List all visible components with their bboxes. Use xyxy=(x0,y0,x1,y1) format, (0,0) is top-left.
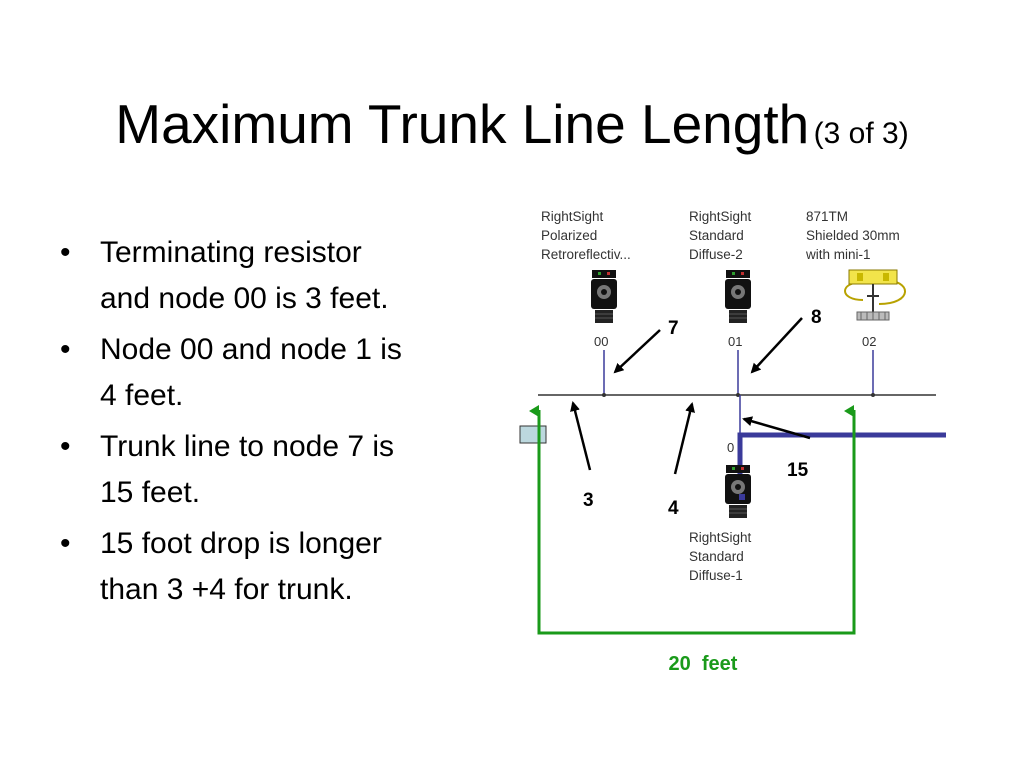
bullet-line: and node 00 is 3 feet. xyxy=(100,282,389,315)
arrow-15 xyxy=(742,416,811,440)
measurement-label-8: 8 xyxy=(811,307,822,328)
title-subtitle: (3 of 3) xyxy=(813,117,909,150)
bullet-line: 15 feet. xyxy=(100,476,201,509)
trunk-tap xyxy=(871,393,875,397)
device-07-label-line: RightSight xyxy=(689,530,752,545)
measurement-label-4: 4 xyxy=(668,498,679,519)
node-id-00: 00 xyxy=(594,334,608,349)
bullet-line: 4 feet. xyxy=(100,379,184,412)
device-02-label-line: with mini-1 xyxy=(805,247,871,262)
total-length-label: 20 feet xyxy=(669,653,738,675)
arrow-8 xyxy=(750,317,803,374)
bullet-icon: • xyxy=(60,236,71,269)
node-id-07: 0 xyxy=(727,440,734,455)
bullet-line: Trunk line to node 7 is xyxy=(100,430,395,463)
trunk-tap xyxy=(602,393,606,397)
terminating-resistor xyxy=(519,425,547,444)
arrow-4 xyxy=(673,402,695,475)
device-label-02: 871TM Shielded 30mm with mini-1 xyxy=(805,209,900,262)
node-id-02: 02 xyxy=(862,334,876,349)
bullet-line: than 3 +4 for trunk. xyxy=(100,573,353,606)
sensor-icon xyxy=(591,270,617,323)
arrow-3 xyxy=(570,401,592,471)
proximity-sensor-icon xyxy=(844,269,906,321)
bullet-line: Node 00 and node 1 is xyxy=(100,333,402,366)
device-label-00: RightSight Polarized Retroreflectiv... xyxy=(541,209,631,262)
device-02-label-line: Shielded 30mm xyxy=(806,228,900,243)
bullet-line: 15 foot drop is longer xyxy=(100,527,382,560)
total-length-bracket xyxy=(537,410,856,635)
highlighted-drop-path xyxy=(737,432,946,500)
measurement-label-7: 7 xyxy=(668,318,679,339)
bullet-icon: • xyxy=(60,527,71,560)
measurement-label-3: 3 xyxy=(583,490,594,511)
device-01-label-line: Standard xyxy=(689,228,744,243)
bullet-item: • Trunk line to node 7 is 15 feet. xyxy=(58,424,488,516)
bullet-list: • Terminating resistor and node 00 is 3 fe… xyxy=(58,230,488,618)
bullet-line: Terminating resistor xyxy=(100,236,362,269)
arrow-7 xyxy=(613,329,661,374)
node-id-01: 01 xyxy=(728,334,742,349)
device-label-01: RightSight Standard Diffuse-2 xyxy=(689,209,752,262)
title-main: Maximum Trunk Line Length xyxy=(115,93,810,155)
device-00-label-line: Polarized xyxy=(541,228,597,243)
device-00-label-line: Retroreflectiv... xyxy=(541,247,631,262)
bullet-item: • Node 00 and node 1 is 4 feet. xyxy=(58,327,488,419)
bullet-icon: • xyxy=(60,333,71,366)
bullet-icon: • xyxy=(60,430,71,463)
bullet-item: • Terminating resistor and node 00 is 3 fe… xyxy=(58,230,488,322)
measurement-label-15: 15 xyxy=(787,460,809,481)
device-01-label-line: RightSight xyxy=(689,209,752,224)
device-00-label-line: RightSight xyxy=(541,209,604,224)
device-07-label-line: Diffuse-1 xyxy=(689,568,743,583)
device-label-07: RightSight Standard Diffuse-1 xyxy=(689,530,752,583)
trunk-tap xyxy=(736,393,740,397)
device-01-label-line: Diffuse-2 xyxy=(689,247,743,262)
device-07-label-line: Standard xyxy=(689,549,744,564)
device-02-label-line: 871TM xyxy=(806,209,848,224)
connection-marker xyxy=(739,494,745,500)
sensor-icon xyxy=(725,465,751,518)
bullet-item: • 15 foot drop is longer than 3 +4 for tru… xyxy=(58,521,488,613)
sensor-icon xyxy=(725,270,751,323)
slide-title: Maximum Trunk Line Length (3 of 3) xyxy=(0,92,1024,156)
